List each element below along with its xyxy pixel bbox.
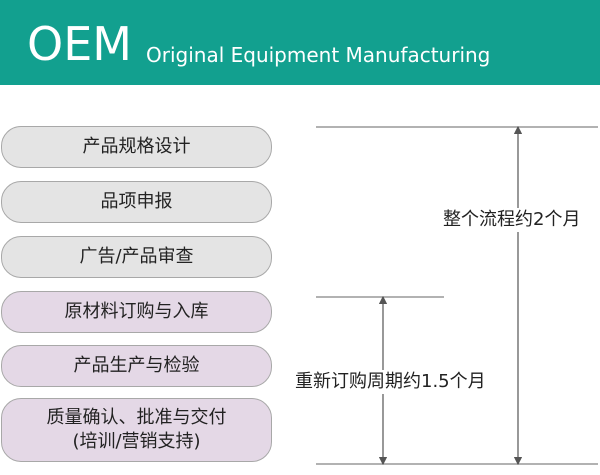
step-label: 原材料订购与入库 [64, 301, 209, 322]
header-banner: OEM Original Equipment Manufacturing [0, 0, 600, 85]
step-label: 质量确认、批准与交付 (培训/营销支持) [46, 407, 227, 452]
step-ad-product-review: 广告/产品审查 [1, 236, 272, 278]
step-production-inspection: 产品生产与检验 [1, 345, 272, 387]
step-product-spec-design: 产品规格设计 [1, 126, 272, 168]
step-label: 产品生产与检验 [73, 355, 200, 376]
step-quality-approval-delivery: 质量确认、批准与交付 (培训/营销支持) [1, 398, 272, 462]
header-subtitle: Original Equipment Manufacturing [146, 43, 491, 67]
total-duration-label: 整个流程约2个月 [441, 208, 583, 232]
header-title: OEM [27, 17, 132, 71]
step-label: 广告/产品审查 [79, 246, 194, 267]
step-label: 品项申报 [100, 191, 173, 212]
step-item-declaration: 品项申报 [1, 181, 272, 223]
step-label: 产品规格设计 [82, 136, 191, 157]
reorder-duration-label: 重新订购周期约1.5个月 [293, 370, 488, 394]
step-material-ordering: 原材料订购与入库 [1, 291, 272, 333]
